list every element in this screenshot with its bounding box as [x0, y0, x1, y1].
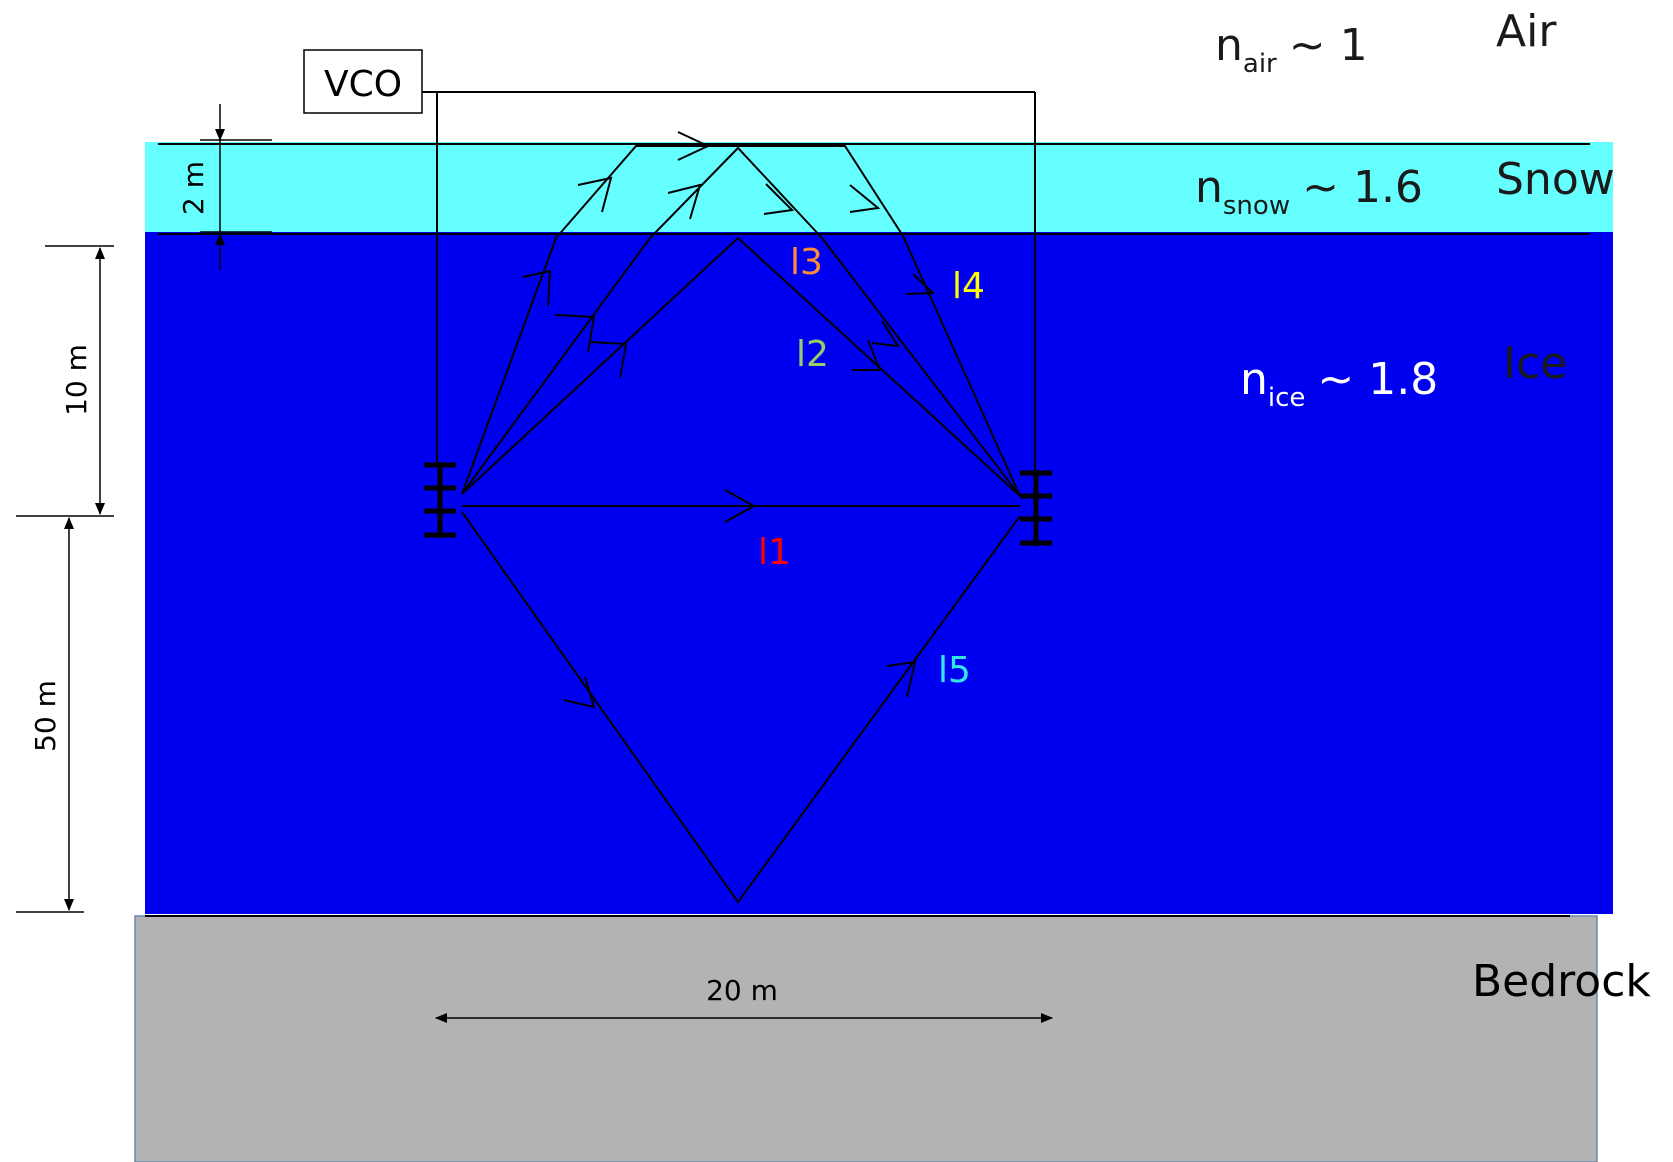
ray-l2-path — [461, 236, 1021, 497]
ray-l1-label: l1 — [758, 532, 791, 573]
bedrock-layer — [134, 915, 1598, 1162]
svg-text:10 m: 10 m — [60, 344, 93, 416]
air-label: Air — [1496, 6, 1557, 57]
air-index: nair~ 1 — [1215, 20, 1368, 79]
snow-index: nsnow~ 1.6 — [1195, 162, 1423, 221]
bedrock-depth-dimension: 50 m — [16, 517, 84, 913]
snow-layer — [145, 142, 1613, 232]
antenna-depth-dimension: 10 m — [16, 245, 114, 517]
ice-layer — [145, 232, 1613, 914]
svg-text:50 m: 50 m — [29, 680, 62, 752]
ray-l4-path — [461, 145, 1021, 497]
separation-dimension: 20 m — [435, 974, 1053, 1023]
ray-l3-path — [461, 146, 1021, 497]
ray-l2-label: l2 — [796, 334, 829, 375]
ice-index: nice~ 1.8 — [1240, 354, 1438, 413]
ice-label: Ice — [1503, 338, 1567, 389]
receiver-antenna-icon — [1020, 470, 1052, 546]
ray-l4-label: l4 — [952, 266, 985, 307]
snow-label: Snow — [1496, 154, 1615, 205]
vco-box — [303, 49, 423, 114]
snow-depth-dimension: 2 m — [177, 104, 272, 270]
svg-text:20 m: 20 m — [706, 974, 778, 1007]
ray-l5-label: l5 — [938, 650, 971, 691]
bedrock-label: Bedrock — [1472, 956, 1651, 1007]
vco-label: VCO — [324, 64, 402, 105]
transmitter-antenna-icon — [424, 462, 456, 538]
svg-text:2 m: 2 m — [177, 161, 210, 215]
ray-l3-label: l3 — [790, 242, 823, 283]
ray-paths — [461, 145, 1021, 904]
ray-l5-path — [461, 511, 1021, 904]
ray-direction-chevrons — [522, 131, 936, 709]
